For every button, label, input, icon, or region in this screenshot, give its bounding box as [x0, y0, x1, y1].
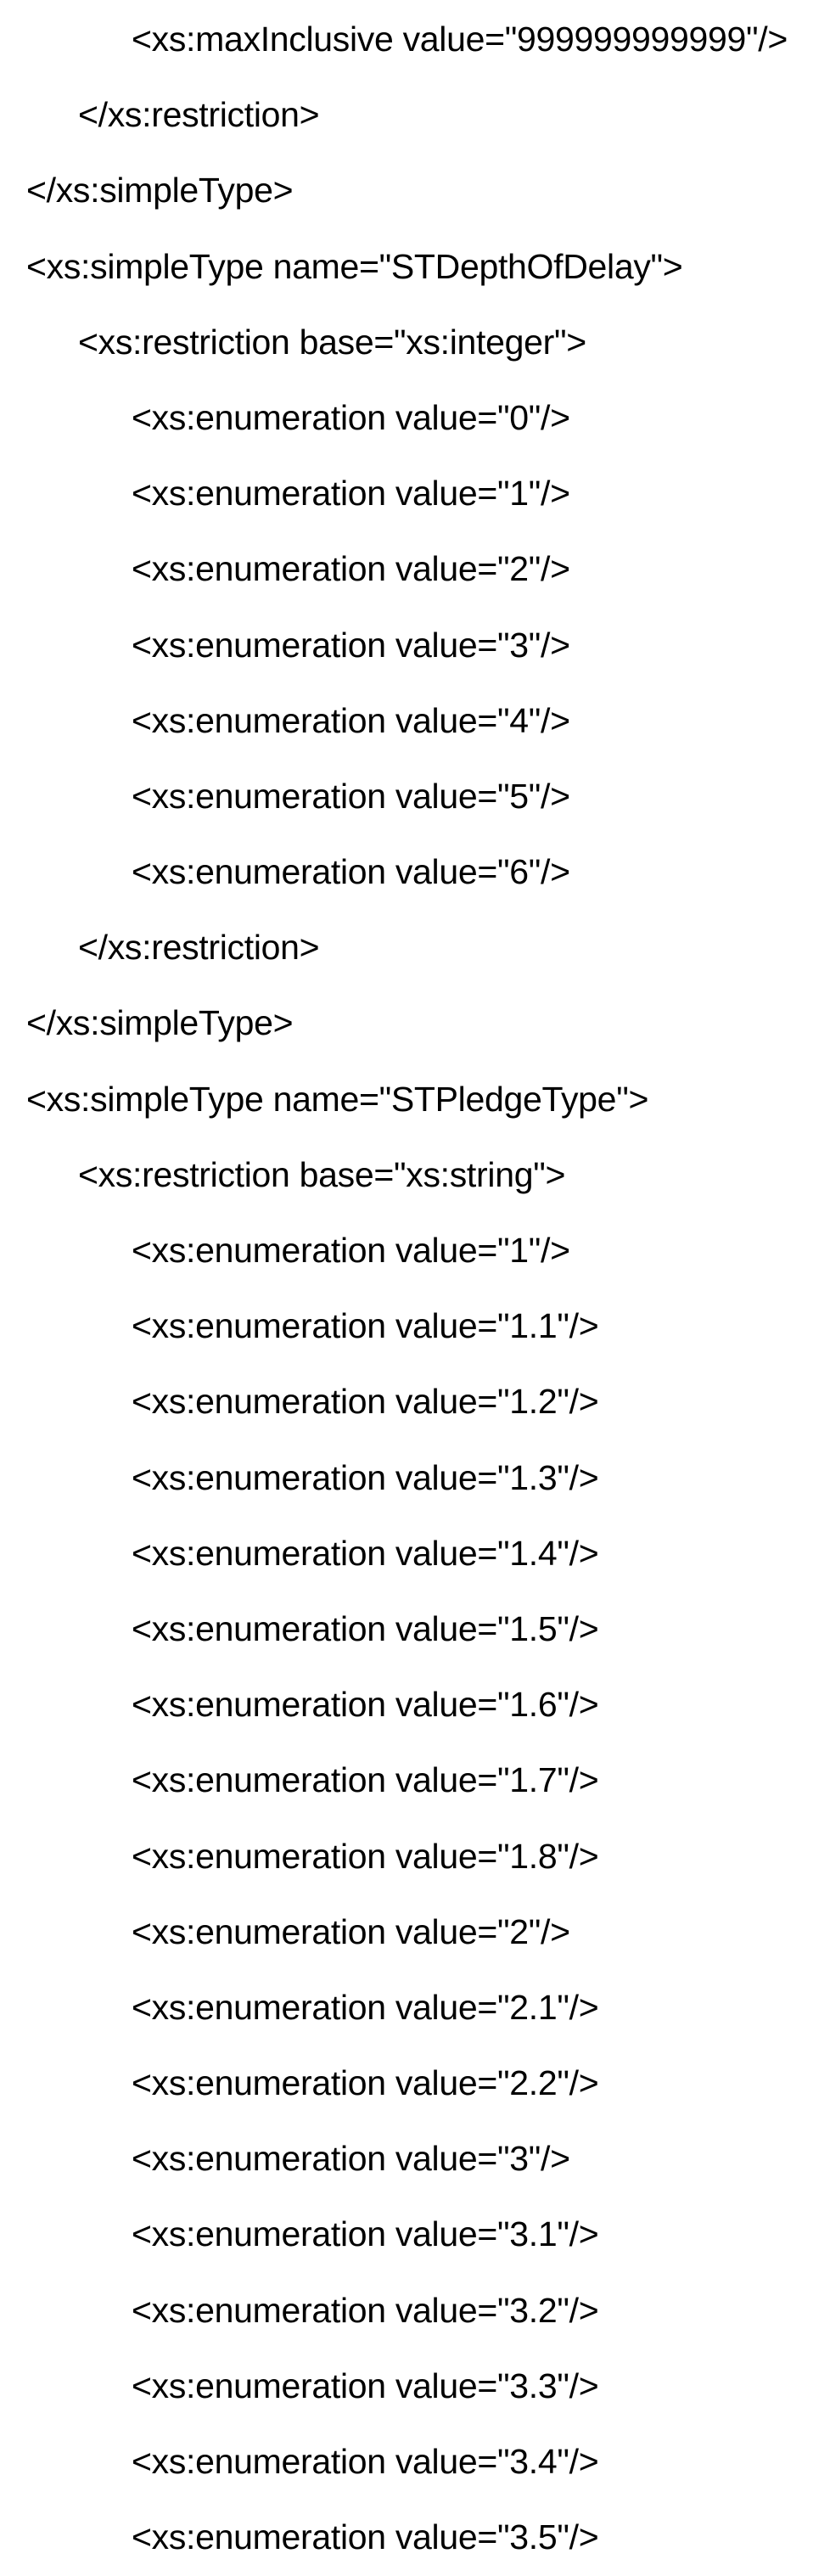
code-line: <xs:enumeration value="2.1"/> — [132, 1987, 599, 2027]
code-line: <xs:enumeration value="6"/> — [132, 852, 570, 892]
code-line: <xs:enumeration value="1.7"/> — [132, 1760, 599, 1800]
code-line: </xs:simpleType> — [26, 1003, 294, 1043]
code-line: </xs:restriction> — [78, 928, 320, 968]
code-line: <xs:enumeration value="3.4"/> — [132, 2442, 599, 2481]
code-line: <xs:enumeration value="1"/> — [132, 474, 570, 514]
code-line: <xs:enumeration value="1.1"/> — [132, 1306, 599, 1346]
code-line: <xs:restriction base="xs:integer"> — [78, 322, 586, 362]
code-line: <xs:enumeration value="1"/> — [132, 1231, 570, 1270]
code-line: <xs:enumeration value="3"/> — [132, 625, 570, 665]
code-line: <xs:enumeration value="3.2"/> — [132, 2290, 599, 2330]
code-line: <xs:enumeration value="3.5"/> — [132, 2517, 599, 2557]
code-line: </xs:simpleType> — [26, 171, 294, 210]
code-line: <xs:enumeration value="1.6"/> — [132, 1685, 599, 1725]
code-line: </xs:restriction> — [78, 95, 320, 135]
code-line: <xs:enumeration value="4"/> — [132, 700, 570, 740]
code-line: <xs:enumeration value="1.2"/> — [132, 1382, 599, 1422]
code-line: <xs:enumeration value="2"/> — [132, 549, 570, 589]
code-line: <xs:enumeration value="1.4"/> — [132, 1533, 599, 1573]
code-line: <xs:enumeration value="2.2"/> — [132, 2063, 599, 2103]
code-line: <xs:enumeration value="2"/> — [132, 1911, 570, 1951]
code-line: <xs:restriction base="xs:string"> — [78, 1154, 566, 1194]
code-line: <xs:enumeration value="0"/> — [132, 397, 570, 437]
code-line: <xs:enumeration value="3"/> — [132, 2139, 570, 2179]
code-line: <xs:enumeration value="5"/> — [132, 776, 570, 816]
code-line: <xs:enumeration value="1.3"/> — [132, 1457, 599, 1497]
code-line: <xs:enumeration value="3.3"/> — [132, 2366, 599, 2405]
code-line: <xs:maxInclusive value="999999999999"/> — [132, 20, 788, 59]
code-line: <xs:simpleType name="STDepthOfDelay"> — [26, 246, 683, 286]
code-line: <xs:enumeration value="1.5"/> — [132, 1608, 599, 1648]
code-line: <xs:simpleType name="STPledgeType"> — [26, 1079, 649, 1119]
code-line: <xs:enumeration value="1.8"/> — [132, 1836, 599, 1876]
code-line: <xs:enumeration value="3.1"/> — [132, 2214, 599, 2254]
